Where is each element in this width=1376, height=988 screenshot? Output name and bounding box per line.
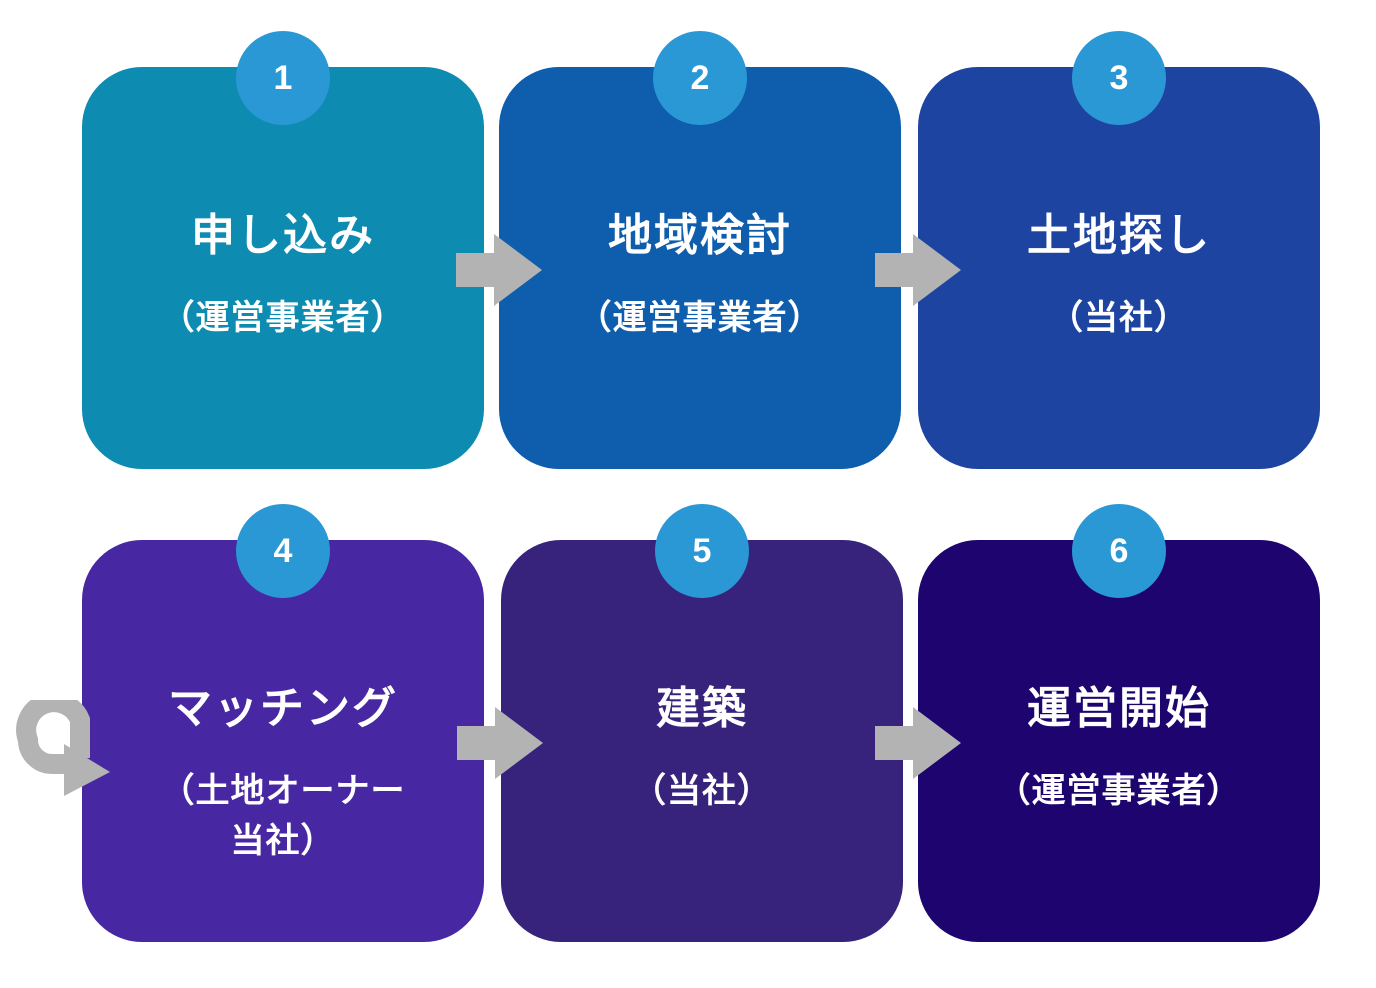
- step-title: マッチング: [168, 683, 398, 734]
- arrow-right-icon: [875, 707, 961, 779]
- curved-arrow-icon: [16, 700, 110, 796]
- arrow-right-icon: [457, 707, 543, 779]
- step-number-badge: 1: [236, 31, 330, 125]
- step-card-6: 6 運営開始 （運営事業者）: [918, 504, 1320, 942]
- step-number-badge: 6: [1072, 504, 1166, 598]
- step-subtitle: （運営事業者）: [918, 766, 1320, 816]
- step-subtitle-line: 当社）: [230, 821, 336, 861]
- step-title: 申し込み: [191, 210, 375, 261]
- arrow-right-icon: [875, 234, 961, 306]
- step-card-3: 3 土地探し （当社）: [918, 31, 1320, 469]
- step-card-4: 4 マッチング （土地オーナー 当社）: [82, 504, 484, 942]
- step-subtitle-line: （運営事業者）: [577, 298, 823, 338]
- step-subtitle: （土地オーナー 当社）: [82, 766, 484, 866]
- step-subtitle-line: （当社）: [632, 771, 772, 811]
- step-number-badge: 4: [236, 504, 330, 598]
- step-subtitle: （運営事業者）: [499, 293, 901, 343]
- step-subtitle: （当社）: [501, 766, 903, 816]
- step-subtitle: （当社）: [918, 293, 1320, 343]
- step-title: 地域検討: [608, 210, 792, 261]
- step-card-1: 1 申し込み （運営事業者）: [82, 31, 484, 469]
- step-card-2: 2 地域検討 （運営事業者）: [499, 31, 901, 469]
- step-subtitle-line: （運営事業者）: [160, 298, 406, 338]
- step-card-5: 5 建築 （当社）: [501, 504, 903, 942]
- step-title: 運営開始: [1027, 683, 1211, 734]
- step-subtitle: （運営事業者）: [82, 293, 484, 343]
- step-title: 建築: [656, 683, 748, 734]
- step-number-badge: 5: [655, 504, 749, 598]
- step-subtitle-line: （運営事業者）: [996, 771, 1242, 811]
- step-number-badge: 2: [653, 31, 747, 125]
- step-subtitle-line: （土地オーナー: [160, 771, 406, 811]
- arrow-right-icon: [456, 234, 542, 306]
- step-subtitle-line: （当社）: [1049, 298, 1189, 338]
- step-number-badge: 3: [1072, 31, 1166, 125]
- step-title: 土地探し: [1027, 210, 1211, 261]
